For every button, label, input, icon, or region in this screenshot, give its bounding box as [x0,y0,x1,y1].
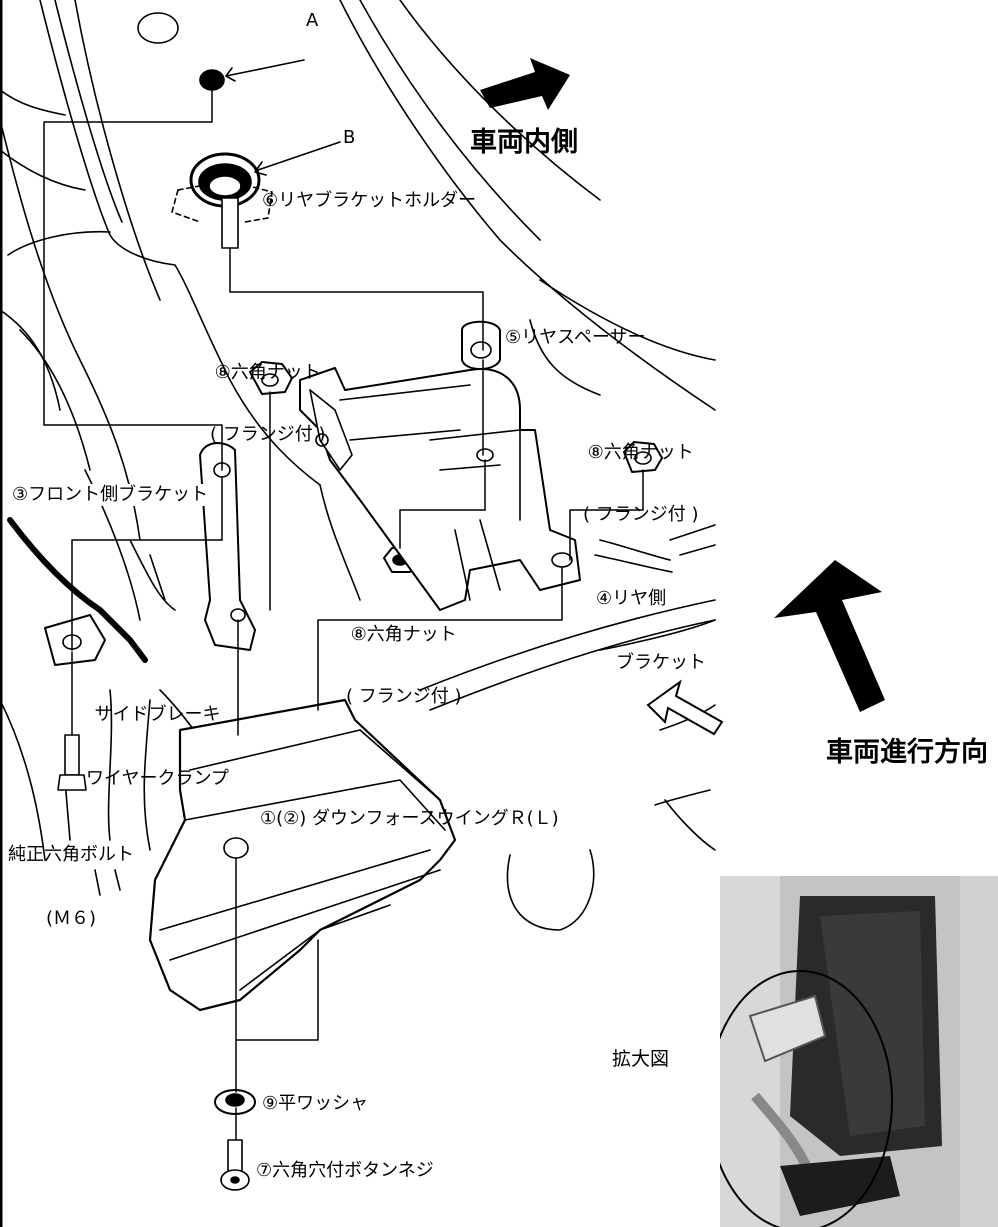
rear-spacer-part [461,320,501,370]
hex-nut-label-2: ⑧六角ナット ( フランジ付 ) [583,398,699,548]
brake-wire-clamp-line2: ワイヤークランプ [86,768,229,789]
hex-nut-label-3-sub: ( フランジ付 ) [346,686,462,707]
enlarged-view-arrow [646,679,724,736]
front-bracket-label: ③フロント側ブラケット [12,484,209,506]
label-b: B [343,127,356,148]
hole-a [199,69,225,91]
enlarged-view-label: 拡大図 [612,1048,670,1070]
hex-nut-right [623,441,663,473]
body-hole [137,12,179,44]
body-panel-outline [0,0,716,931]
rear-bracket-part [299,367,581,611]
flat-washer-part [214,1089,256,1115]
rear-bracket-holder-label: ⑥リヤブラケットホルダー [262,190,477,211]
leader-arrows [225,59,341,176]
rear-spacer-label: ⑤リヤスペーサー [505,327,646,348]
hex-nut-label-3: ⑧六角ナット ( フランジ付 ) [346,580,462,730]
inward-direction-label: 車両内側 [470,127,578,158]
hex-nut-label-1-sub: ( フランジ付 ) [210,424,326,445]
hex-nut-label-1-text: ⑧六角ナット [214,362,321,383]
rear-bracket-label-line1: ④リヤ側 [596,588,667,609]
button-screw-part [220,1139,250,1191]
brake-wire-clamp-label: サイドブレーキ ワイヤークランプ [86,660,229,812]
brake-wire-clamp-part [7,517,148,666]
button-screw-label: ⑦六角穴付ボタンネジ [256,1160,434,1181]
oem-hex-bolt-line1: 純正六角ボルト [8,844,134,865]
hex-nut-label-2-text: ⑧六角ナット [587,442,694,463]
forward-direction-label: 車両進行方向 [826,737,988,768]
rear-bracket-holder-part [171,152,273,249]
front-bracket-part [199,442,256,651]
label-a: A [306,10,319,31]
enlarged-view-photo [720,876,998,1227]
brake-wire-clamp-line1: サイドブレーキ [94,704,221,725]
forward-direction-arrow [774,560,885,712]
oem-hex-bolt-part [57,734,87,791]
rear-bracket-label: ④リヤ側 ブラケット [596,544,706,696]
hex-nut-label-3-text: ⑧六角ナット [350,624,457,645]
oem-hex-bolt-label: 純正六角ボルト (Ｍ６) [8,800,134,952]
hex-nut-top [249,361,293,395]
rear-bracket-label-line2: ブラケット [616,652,706,673]
downforce-wing-label: ①(②) ダウンフォースウイングＲ(Ｌ) [260,808,559,829]
oem-hex-bolt-line2: (Ｍ６) [45,908,97,929]
hex-nut-label-1: ⑧六角ナット ( フランジ付 ) [210,318,326,468]
assembly-guide-lines [43,89,644,1141]
flat-washer-label: ⑨平ワッシャ [262,1093,369,1114]
inward-direction-arrow [480,58,570,110]
downforce-wing-part [148,698,457,1012]
hex-nut-label-2-sub: ( フランジ付 ) [583,504,699,525]
